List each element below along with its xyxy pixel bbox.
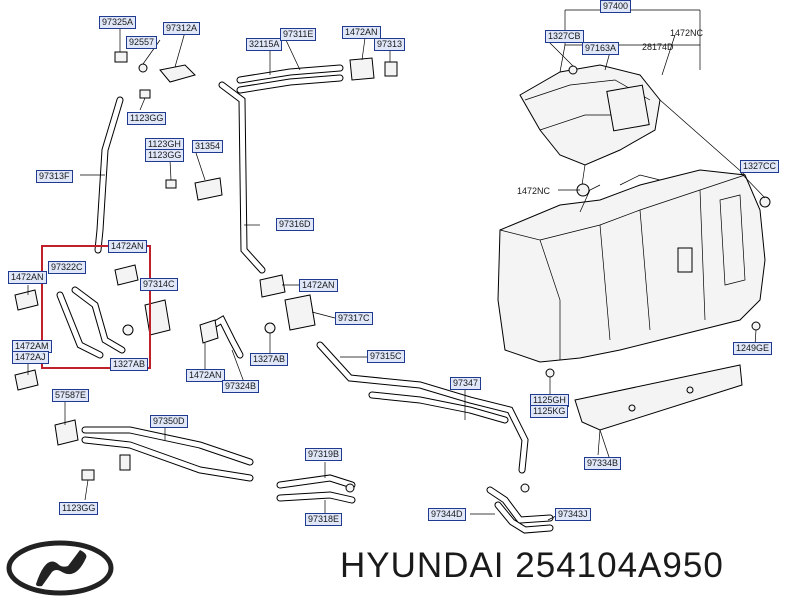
part-label: 97163A	[582, 42, 620, 55]
part-label: 97344D	[428, 508, 466, 521]
leader-lines	[27, 25, 766, 521]
part-label: 97334B	[584, 457, 622, 470]
part-label: 1472AN	[8, 271, 47, 284]
part-label: 1472AN	[342, 26, 381, 39]
part-label: 1472AN	[299, 279, 338, 292]
part-label: 32115A	[246, 38, 283, 51]
part-label: 97312A	[163, 22, 201, 35]
part-label: 57587E	[52, 389, 90, 402]
part-label: 97400	[600, 0, 632, 13]
part-label: 1472AJ	[12, 351, 49, 364]
part-label: 97318E	[305, 513, 343, 526]
part-label: 1327AB	[250, 353, 289, 366]
hyundai-logo-icon	[6, 540, 114, 596]
part-label: 92557	[126, 36, 158, 49]
part-label: 97347	[450, 377, 482, 390]
fastener-drawings	[14, 51, 771, 493]
highlight-frame	[41, 245, 151, 369]
part-label: 97319B	[305, 448, 343, 461]
brand-and-part-number: HYUNDAI 254104A950	[340, 546, 724, 586]
hose-drawings	[56, 64, 554, 534]
part-label: 97324B	[222, 380, 260, 393]
part-label: 97317C	[335, 312, 373, 325]
part-label: 1123GG	[145, 149, 185, 162]
heater-unit-drawing	[497, 169, 766, 363]
part-label: 97313F	[36, 170, 73, 183]
part-label: 1125KG	[530, 405, 569, 418]
part-label: 97316D	[276, 218, 314, 231]
blower-housing-drawing	[519, 9, 746, 197]
part-number: 254104A950	[515, 546, 724, 585]
part-label-plain: 1472NC	[517, 186, 551, 196]
part-label: 97315C	[367, 350, 405, 363]
part-label: 1327CB	[545, 30, 584, 43]
part-label: 97313	[374, 38, 406, 51]
part-label: 31354	[192, 140, 224, 153]
part-label: 97350D	[150, 415, 188, 428]
part-label: 97325A	[99, 16, 137, 29]
brand-name: HYUNDAI	[340, 546, 505, 585]
part-label: 1472AN	[108, 240, 147, 253]
part-label: 1123GG	[127, 112, 167, 125]
part-label: 97322C	[48, 261, 86, 274]
part-label-plain: 28174D	[642, 42, 674, 52]
part-label: 97343J	[555, 508, 591, 521]
part-label: 1327CC	[740, 160, 780, 173]
part-label: 1327AB	[110, 358, 149, 371]
cover-plate-drawing	[574, 364, 743, 456]
part-label: 1472AN	[186, 369, 225, 382]
part-label: 1249GE	[733, 342, 773, 355]
part-label: 97311E	[280, 28, 317, 41]
part-label: 1123GG	[59, 502, 99, 515]
part-label-plain: 1472NC	[670, 28, 704, 38]
part-label: 97314C	[140, 278, 178, 291]
